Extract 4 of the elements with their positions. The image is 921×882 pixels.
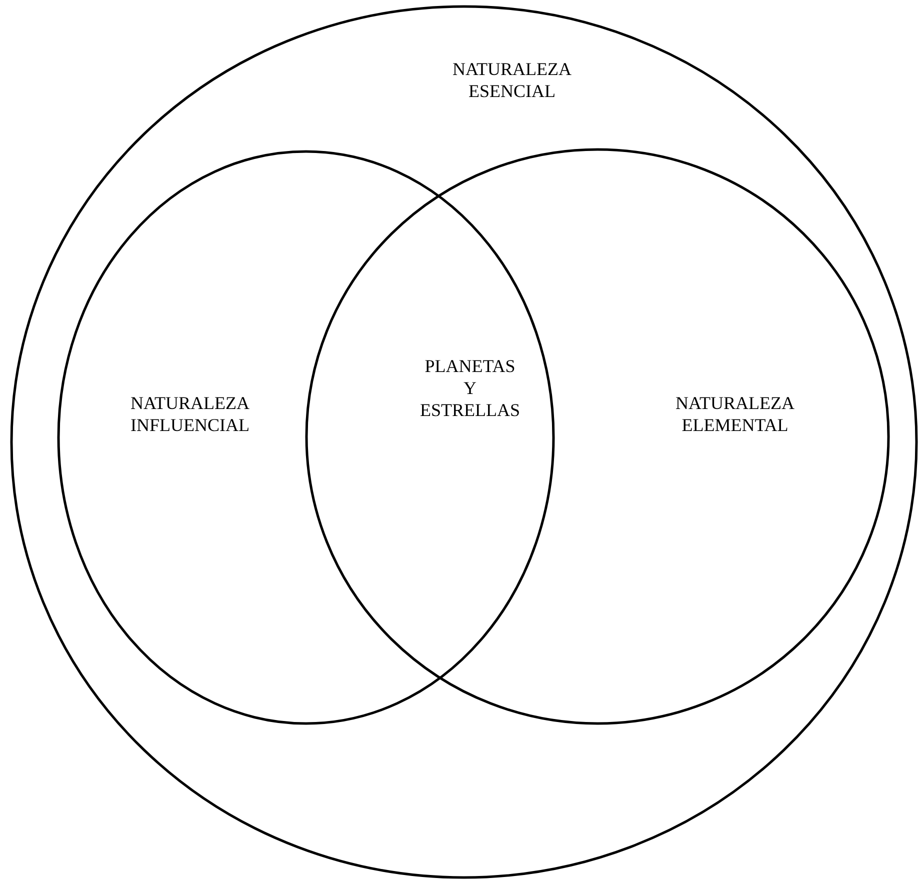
overlap-label: PLANETAS Y ESTRELLAS (420, 355, 520, 421)
region-label: NATURALEZA ESENCIAL (452, 58, 572, 102)
region-label: NATURALEZA ELEMENTAL (674, 392, 796, 436)
region-label: NATURALEZA INFLUENCIAL (130, 392, 250, 436)
